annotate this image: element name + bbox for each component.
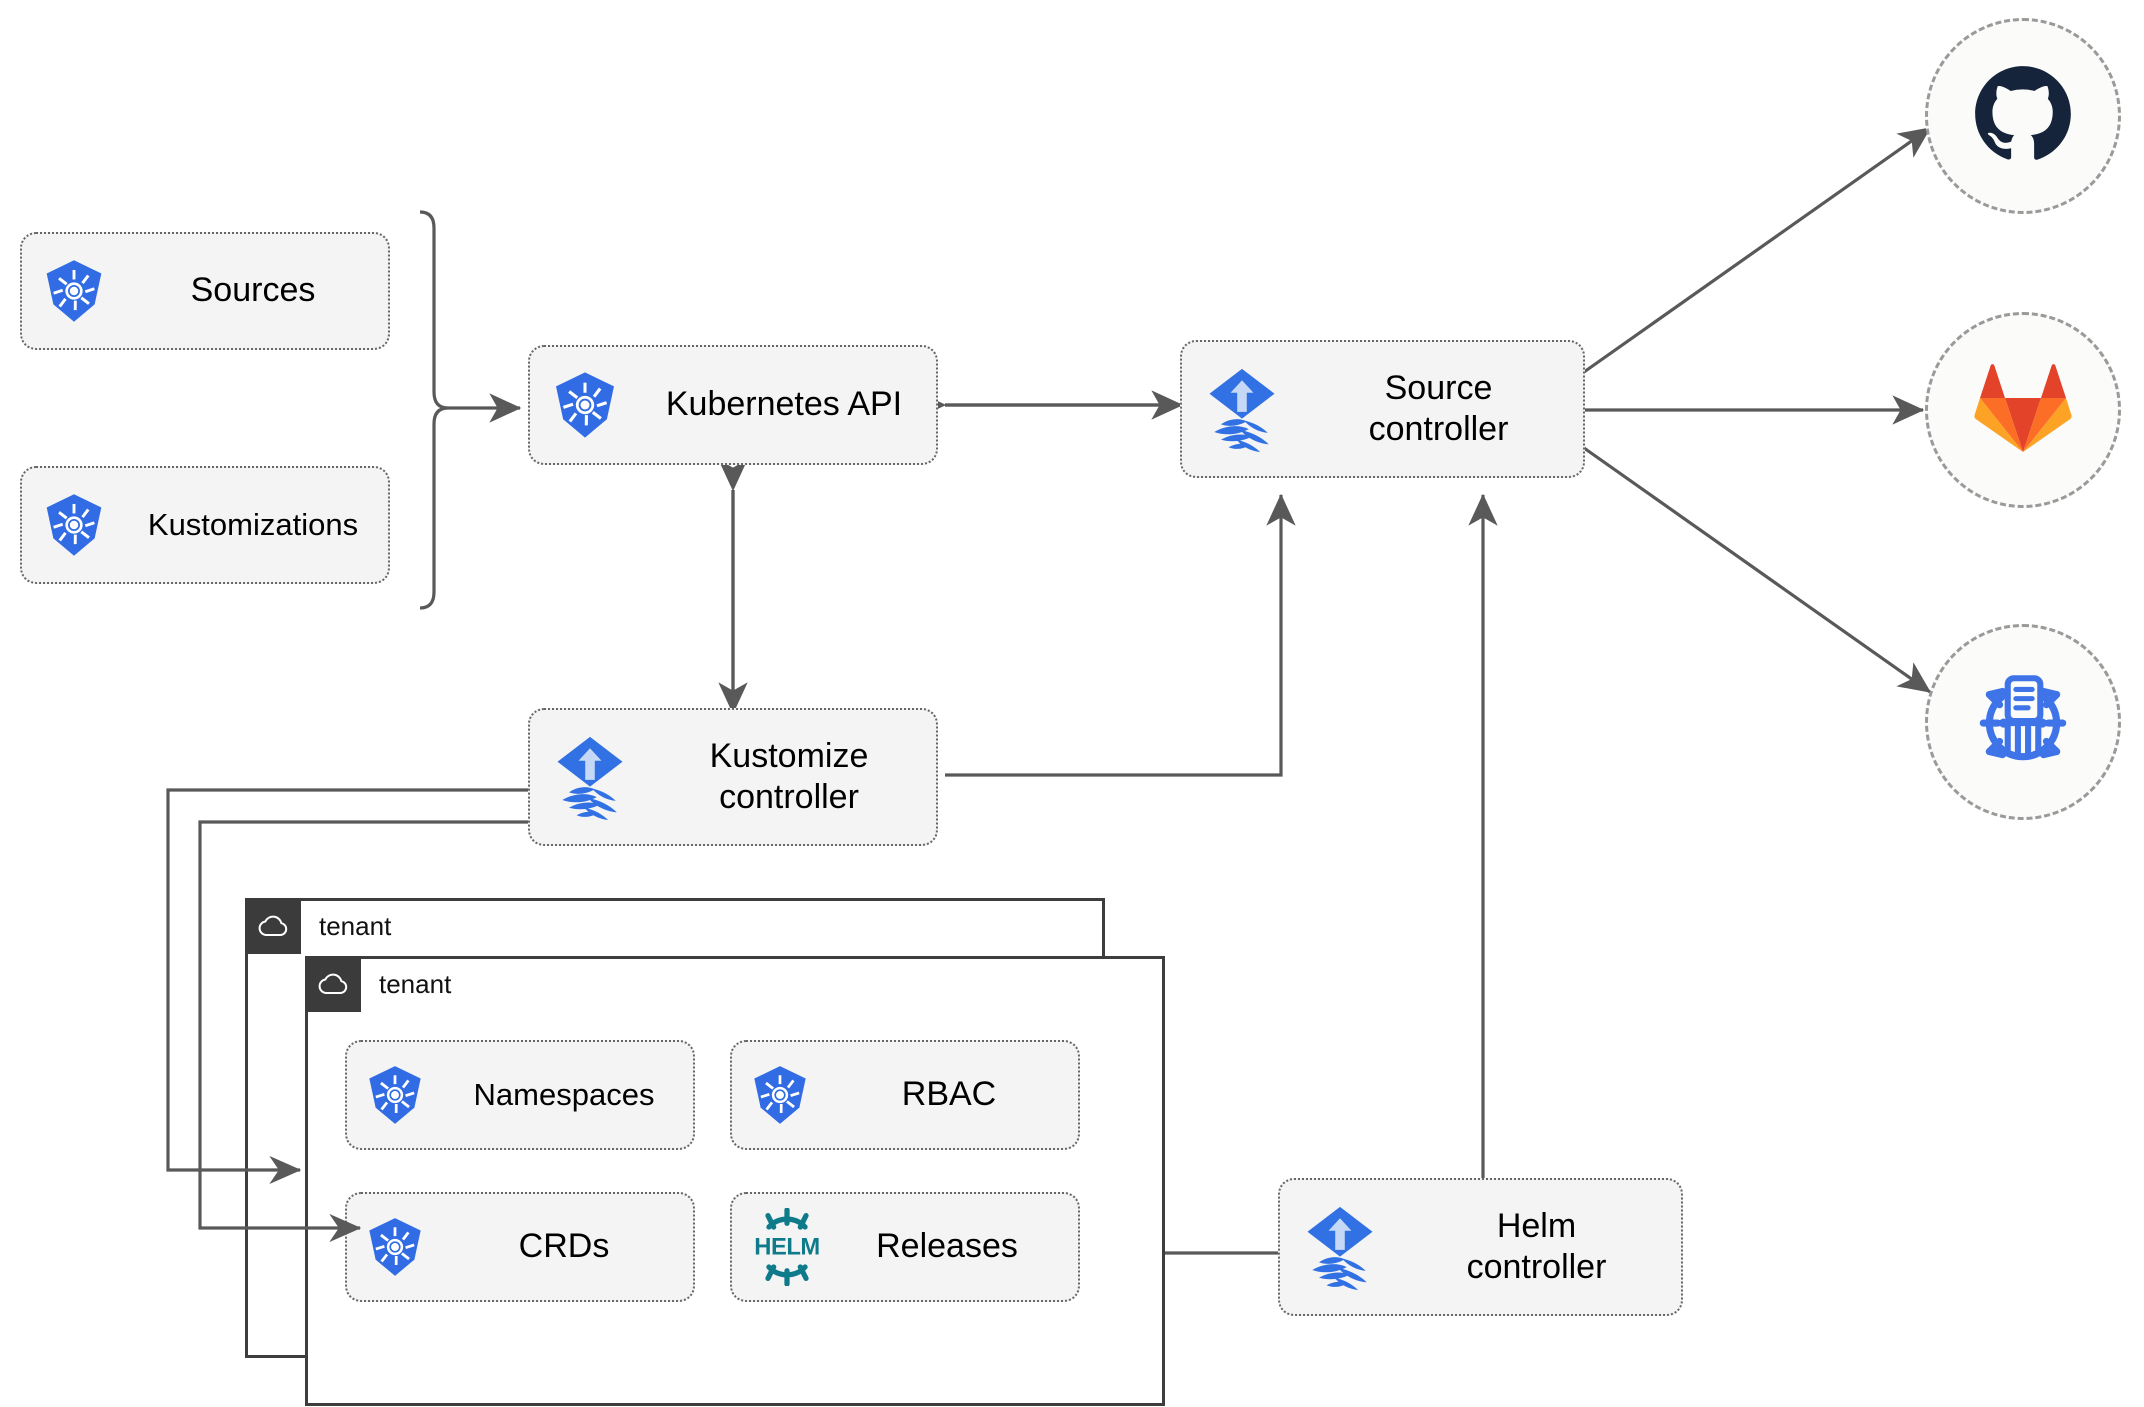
tenant-resource-label: RBAC — [901, 1075, 997, 1114]
tenant-resource-card-rbac[interactable]: RBAC — [730, 1040, 1080, 1150]
tenant-resource-card-namespaces[interactable]: Namespaces — [345, 1040, 695, 1150]
cloud-icon — [305, 956, 361, 1012]
controller-label: Kubernetes API — [665, 385, 903, 424]
cloud-icon — [245, 898, 301, 954]
provider-circle-github[interactable] — [1925, 18, 2121, 214]
kubernetes-icon — [347, 1216, 443, 1278]
tenant-titlebar: tenant — [245, 898, 391, 954]
controller-label: Kustomize controller — [709, 736, 869, 816]
flux-icon — [530, 733, 650, 821]
tenant-resource-card-releases[interactable]: HELM Releases — [730, 1192, 1080, 1302]
gitlab-icon — [1973, 360, 2073, 461]
controller-label: Helm controller — [1466, 1206, 1607, 1286]
controller-card-kubernetes-api[interactable]: Kubernetes API — [528, 345, 938, 465]
kubernetes-icon — [347, 1064, 443, 1126]
resource-card-kustomizations[interactable]: Kustomizations — [20, 466, 390, 584]
controller-label: Source controller — [1368, 368, 1509, 448]
tenant-name: tenant — [379, 968, 452, 999]
resource-label: Sources — [190, 271, 316, 310]
kubernetes-icon — [22, 258, 126, 324]
helm-repository-icon — [1967, 664, 2079, 781]
kubernetes-icon — [530, 370, 640, 440]
resource-label: Kustomizations — [147, 507, 359, 543]
tenant-resource-label: Releases — [876, 1227, 1018, 1266]
flux-icon — [1182, 365, 1302, 453]
svg-text:HELM: HELM — [754, 1234, 819, 1261]
tenant-titlebar: tenant — [305, 956, 451, 1012]
tenant-name: tenant — [319, 910, 392, 941]
github-icon — [1971, 62, 2075, 171]
controller-card-helm-controller[interactable]: Helm controller — [1278, 1178, 1683, 1316]
tenant-resource-label: Namespaces — [473, 1077, 655, 1113]
controller-card-source-controller[interactable]: Source controller — [1180, 340, 1585, 478]
provider-circle-gitlab[interactable] — [1925, 312, 2121, 508]
tenant-window-front[interactable]: tenant — [305, 956, 1165, 1406]
flux-icon — [1280, 1203, 1400, 1291]
kubernetes-icon — [22, 492, 126, 558]
provider-circle-helm-repository[interactable] — [1925, 624, 2121, 820]
helm-icon: HELM — [732, 1208, 842, 1286]
tenant-resource-card-crds[interactable]: CRDs — [345, 1192, 695, 1302]
tenant-resource-label: CRDs — [518, 1227, 610, 1266]
kubernetes-icon — [732, 1064, 828, 1126]
resource-card-sources[interactable]: Sources — [20, 232, 390, 350]
